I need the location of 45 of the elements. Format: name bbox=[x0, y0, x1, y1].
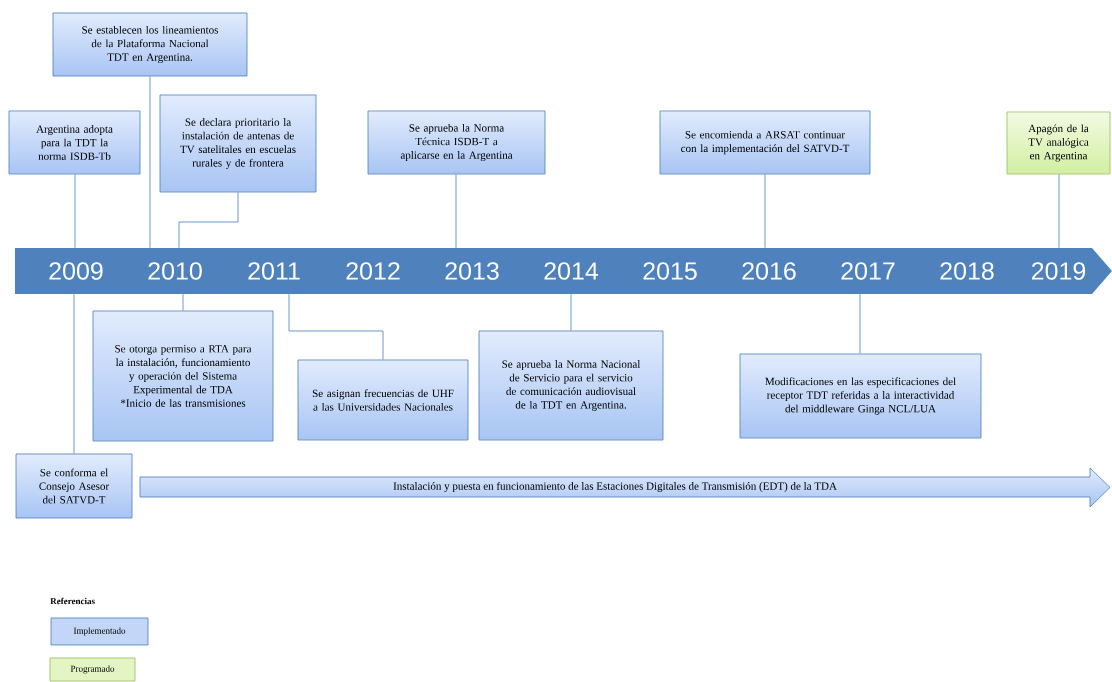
connector-line bbox=[74, 174, 76, 249]
node-label: 2010 bbox=[148, 262, 202, 280]
event-box: Se aprueba la Norma Técnica ISDB-T a aplicarse en la Argentina bbox=[367, 110, 546, 175]
connector-line bbox=[178, 192, 239, 249]
event-box: Modificaciones en las especificaciones del receptor TDT referidas a la interactividad del middleware Ginga NCL/LUA bbox=[739, 353, 982, 439]
year-segment: 2014 bbox=[510, 248, 632, 294]
connector-line bbox=[570, 293, 572, 331]
node-label: 2016 bbox=[742, 262, 796, 280]
connector-line bbox=[182, 293, 184, 311]
connector-line bbox=[73, 293, 75, 454]
connector-line bbox=[288, 293, 384, 360]
year-segment: 2018 bbox=[906, 248, 1028, 294]
connector-line bbox=[764, 174, 766, 249]
event-box: Se conforma el Consejo Asesor del SATVD-T bbox=[15, 453, 133, 519]
year-segment: 2019 bbox=[1005, 248, 1112, 294]
connector-line bbox=[1058, 174, 1060, 249]
year-segment: 2009 bbox=[15, 248, 137, 294]
node-label: 2015 bbox=[643, 262, 697, 280]
year-segment: 2010 bbox=[114, 248, 236, 294]
event-box: Apagón de la TV analógica en Argentina bbox=[1006, 111, 1111, 175]
node-label: 2013 bbox=[445, 262, 499, 280]
node-label: 2009 bbox=[49, 262, 103, 280]
node-label: 2019 bbox=[1031, 262, 1086, 280]
year-segment: 2013 bbox=[411, 248, 533, 294]
event-box: Se declara prioritario la instalación de antenas de TV satelitales en escuelas rurales y de frontera bbox=[159, 94, 317, 193]
event-box: Se asignan frecuencias de UHF a las Universidades Nacionales bbox=[297, 359, 469, 441]
event-box: Argentina adopta para la TDT la norma ISDB-Tb bbox=[8, 110, 141, 175]
node-label: 2011 bbox=[248, 262, 300, 280]
year-segment: 2011 bbox=[213, 248, 335, 294]
node-label: 2014 bbox=[544, 262, 599, 280]
event-box: Se encomienda a ARSAT continuar con la implementación del SATVD-T bbox=[659, 110, 871, 175]
event-box: Se otorga permiso a RTA para la instalación, funcionamiento y operación del Sistema Experimental de TDA *Inicio de las transmisiones bbox=[92, 310, 274, 442]
connector-line bbox=[149, 76, 151, 249]
year-segment: 2017 bbox=[807, 248, 929, 294]
node-label: 2012 bbox=[346, 262, 400, 280]
connector-line bbox=[455, 174, 457, 249]
connector-line bbox=[859, 293, 861, 354]
legend-title: Referencias bbox=[50, 597, 95, 605]
year-segment: 2012 bbox=[312, 248, 434, 294]
event-box: Se aprueba la Norma Nacional de Servicio para el servicio de comunicación audiovisual de la TDT en Argentina. bbox=[478, 330, 664, 441]
event-box: Se establecen los lineamientos de la Plataforma Nacional TDT en Argentina. bbox=[52, 12, 248, 77]
node-label: 2018 bbox=[940, 262, 994, 280]
node-label: 2017 bbox=[841, 262, 895, 280]
year-segment: 2015 bbox=[609, 248, 731, 294]
year-segment: 2016 bbox=[708, 248, 830, 294]
